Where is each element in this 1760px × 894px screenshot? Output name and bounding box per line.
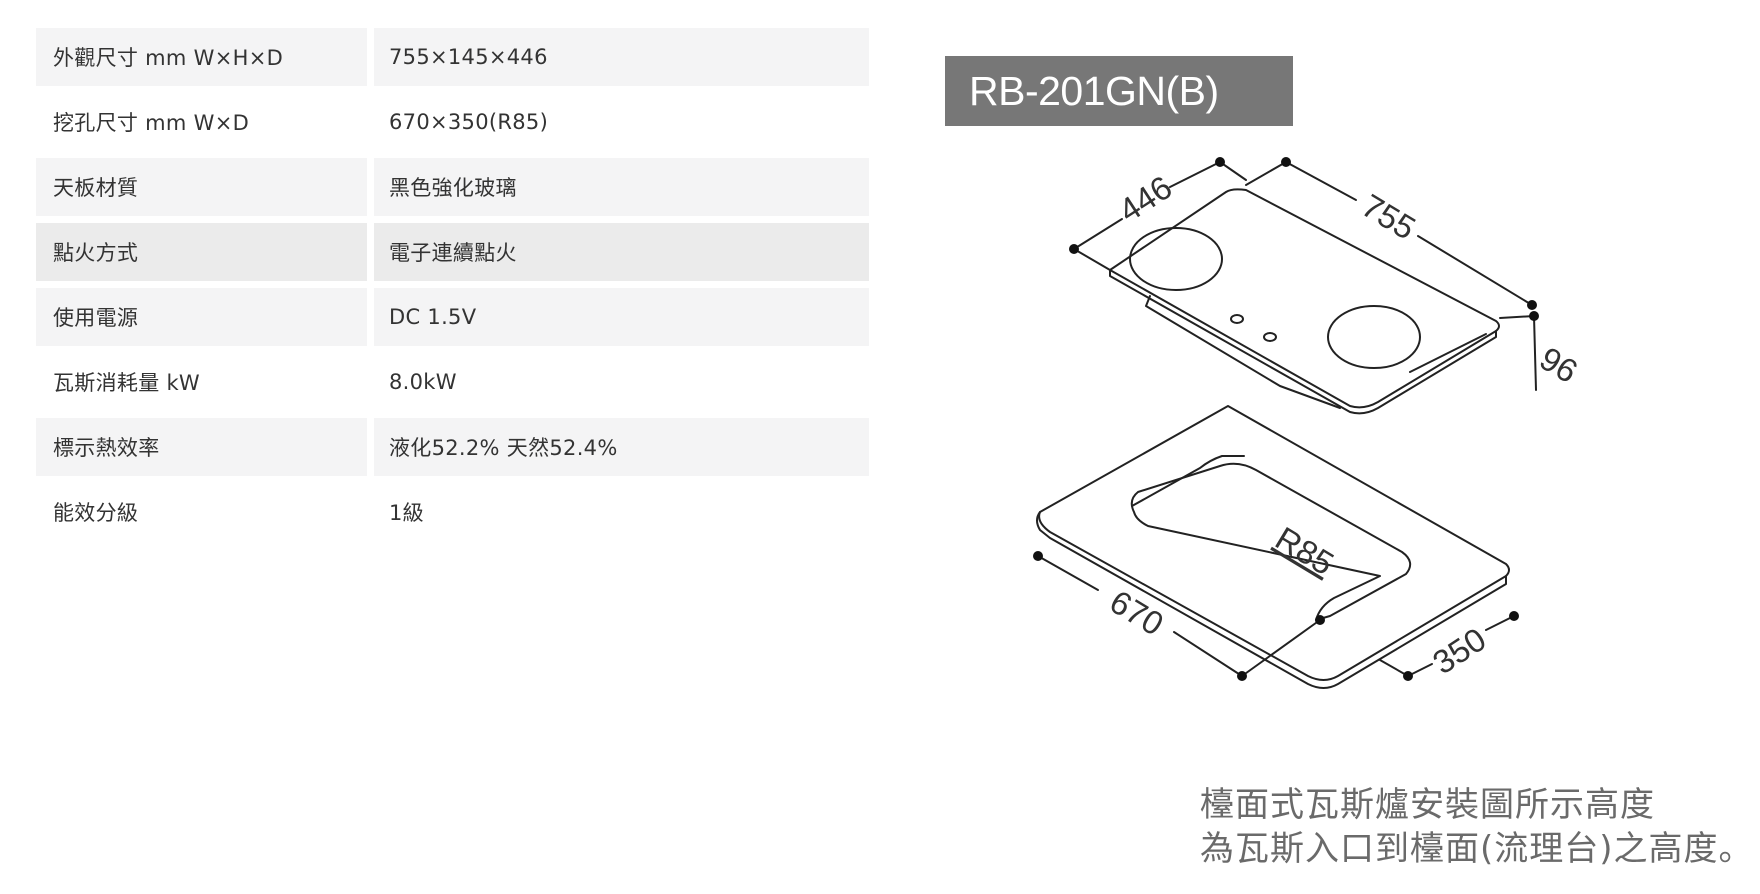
spec-value: 液化52.2% 天然52.4% [367,418,869,476]
spec-value: 1級 [367,483,869,541]
knob-right [1263,332,1277,342]
spec-table: 外觀尺寸 mm W×H×D 755×145×446 挖孔尺寸 mm W×D 67… [36,21,869,548]
spec-label: 標示熱效率 [36,418,367,476]
spec-row-gas-consumption: 瓦斯消耗量 kW 8.0kW [36,353,869,411]
spec-value: 黑色強化玻璃 [367,158,869,216]
dim-label-96: 96 [1534,339,1585,390]
dim-label-350: 350 [1426,620,1492,681]
spec-row-top-material: 天板材質 黑色強化玻璃 [36,158,869,216]
spec-label: 使用電源 [36,288,367,346]
dim-line-96 [1499,315,1537,391]
spec-label: 外觀尺寸 mm W×H×D [36,28,367,86]
spec-value: 755×145×446 [367,28,869,86]
burner-right [1327,305,1421,369]
installation-note: 檯面式瓦斯爐安裝圖所示高度 為瓦斯入口到檯面(流理台)之高度。 [1200,783,1754,871]
dim-label-670: 670 [1104,583,1170,643]
spec-row-power: 使用電源 DC 1.5V [36,288,869,346]
dim-label-r85: R85 [1269,519,1340,582]
spec-value: 670×350(R85) [367,93,869,151]
spec-value: DC 1.5V [367,288,869,346]
spec-label: 挖孔尺寸 mm W×D [36,93,367,151]
counter-outline [1036,405,1510,689]
spec-row-ignition: 點火方式 電子連續點火 [36,223,869,281]
spec-row-dimensions: 外觀尺寸 mm W×H×D 755×145×446 [36,28,869,86]
stove-outline [1109,188,1500,415]
spec-value: 8.0kW [367,353,869,411]
dim-line-755 [1245,161,1533,306]
note-line-1: 檯面式瓦斯爐安裝圖所示高度 [1200,785,1655,825]
burner-left [1129,227,1223,291]
knob-left [1230,314,1244,324]
dim-line-670 [1037,555,1321,677]
dim-points [1033,157,1539,681]
model-badge: RB-201GN(B) [945,56,1293,126]
spec-label: 天板材質 [36,158,367,216]
spec-label: 瓦斯消耗量 kW [36,353,367,411]
spec-row-energy-grade: 能效分級 1級 [36,483,869,541]
spec-label: 能效分級 [36,483,367,541]
spec-label: 點火方式 [36,223,367,281]
spec-row-cutout: 挖孔尺寸 mm W×D 670×350(R85) [36,93,869,151]
dim-label-755: 755 [1356,187,1422,247]
spec-row-efficiency: 標示熱效率 液化52.2% 天然52.4% [36,418,869,476]
note-line-2: 為瓦斯入口到檯面(流理台)之高度。 [1200,829,1754,869]
spec-value: 電子連續點火 [367,223,869,281]
dim-line-446 [1073,161,1247,271]
